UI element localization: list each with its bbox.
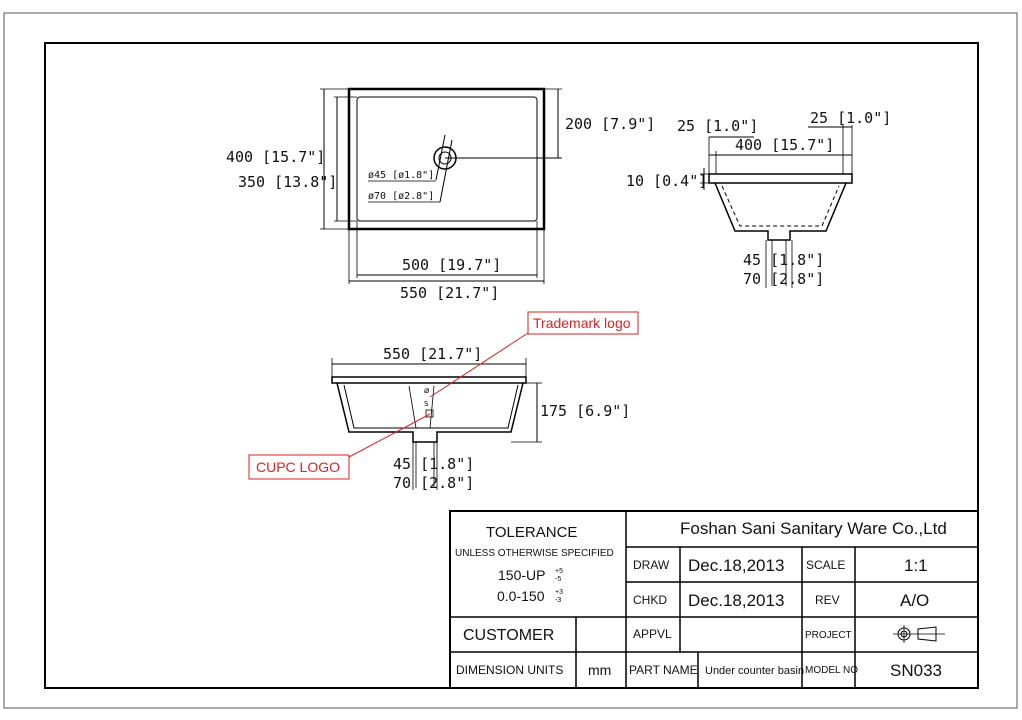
rim-right-dim: 25 [1.0"] [810, 109, 891, 127]
front-rim [331, 376, 527, 384]
model-number: SN033 [890, 661, 942, 680]
part-name-label: PART NAME [629, 663, 698, 677]
side-rim [708, 173, 853, 184]
tolerance-label: TOLERANCE [486, 524, 577, 541]
cupc-logo-icon [425, 409, 434, 418]
customer-label: CUSTOMER [463, 627, 554, 644]
drain-inner-dim: ø45 [ø1.8"] [368, 170, 434, 181]
tolerance-row-2: 0.0-150 [497, 588, 545, 604]
cupc-callout: CUPC LOGO [256, 459, 340, 475]
tolerance-1-lower: -5 [555, 576, 561, 583]
drain-offset-dim: 200 [7.9"] [565, 115, 655, 133]
basin-bowl [356, 96, 538, 222]
rev-value: A/O [900, 591, 929, 610]
front-view: ⌀ S 550 [21.7"] 175 [6.9"] 45 [1.8"] 70 … [331, 345, 630, 492]
scale-label: SCALE [806, 558, 845, 572]
front-height-dim: 175 [6.9"] [540, 402, 630, 420]
side-drain-outer-dim: 70 [2.8"] [743, 270, 824, 288]
basin-outline [347, 87, 546, 231]
bowl-width-dim: 500 [19.7"] [402, 256, 501, 274]
drain-outer-dim: ø70 [ø2.8"] [368, 191, 434, 202]
side-view: 25 [1.0"] 25 [1.0"] 400 [15.7"] 10 [0.4"… [626, 109, 891, 288]
rim-height-dim: 10 [0.4"] [626, 172, 707, 190]
cupc-callout-box [248, 454, 350, 480]
inner-width-dim: 400 [15.7"] [735, 136, 834, 154]
front-drain-outer-dim: 70 [2.8"] [393, 474, 474, 492]
dimension-units-label: DIMENSION UNITS [456, 663, 563, 677]
trademark-callout: Trademark logo [533, 315, 631, 331]
front-drain-inner-dim: 45 [1.8"] [393, 455, 474, 473]
outer-border [3, 12, 1018, 709]
rev-label: REV [815, 593, 840, 607]
tolerance-2-upper: +3 [555, 589, 563, 596]
model-label: MODEL NO [805, 665, 858, 676]
top-view: ø45 [ø1.8"] ø70 [ø2.8"] 400 [15.7"] 350 … [226, 87, 655, 302]
chkd-label: CHKD [633, 593, 667, 607]
sani-logo-icon: S [424, 400, 429, 408]
project-label: PROJECT [805, 630, 852, 641]
bowl-depth-dim: 350 [13.8"] [238, 173, 337, 191]
tolerance-row-1: 150-UP [498, 567, 545, 583]
tolerance-2-lower: -3 [555, 597, 561, 604]
draw-date: Dec.18,2013 [688, 556, 784, 575]
side-drain-inner-dim: 45 [1.8"] [743, 251, 824, 269]
draw-label: DRAW [633, 558, 670, 572]
tolerance-1-upper: +5 [555, 568, 563, 575]
part-name-value: Under counter basin [705, 665, 804, 677]
title-block: TOLERANCE UNLESS OTHERWISE SPECIFIED 150… [449, 510, 979, 689]
company-name: Foshan Sani Sanitary Ware Co.,Ltd [680, 519, 947, 538]
projection-symbol-icon [893, 625, 945, 643]
chkd-date: Dec.18,2013 [688, 591, 784, 610]
callouts: Trademark logo CUPC LOGO [248, 311, 639, 480]
unless-specified-label: UNLESS OTHERWISE SPECIFIED [455, 548, 614, 559]
overall-width-dim: 550 [21.7"] [400, 284, 499, 302]
trademark-mark-icon: ⌀ [424, 386, 430, 396]
trademark-callout-box [527, 311, 639, 335]
appvl-label: APPVL [633, 627, 672, 641]
scale-value: 1:1 [904, 556, 928, 575]
rim-left-dim: 25 [1.0"] [677, 117, 758, 135]
front-width-dim: 550 [21.7"] [383, 345, 482, 363]
units-value: mm [588, 662, 611, 678]
overall-depth-dim: 400 [15.7"] [226, 148, 325, 166]
